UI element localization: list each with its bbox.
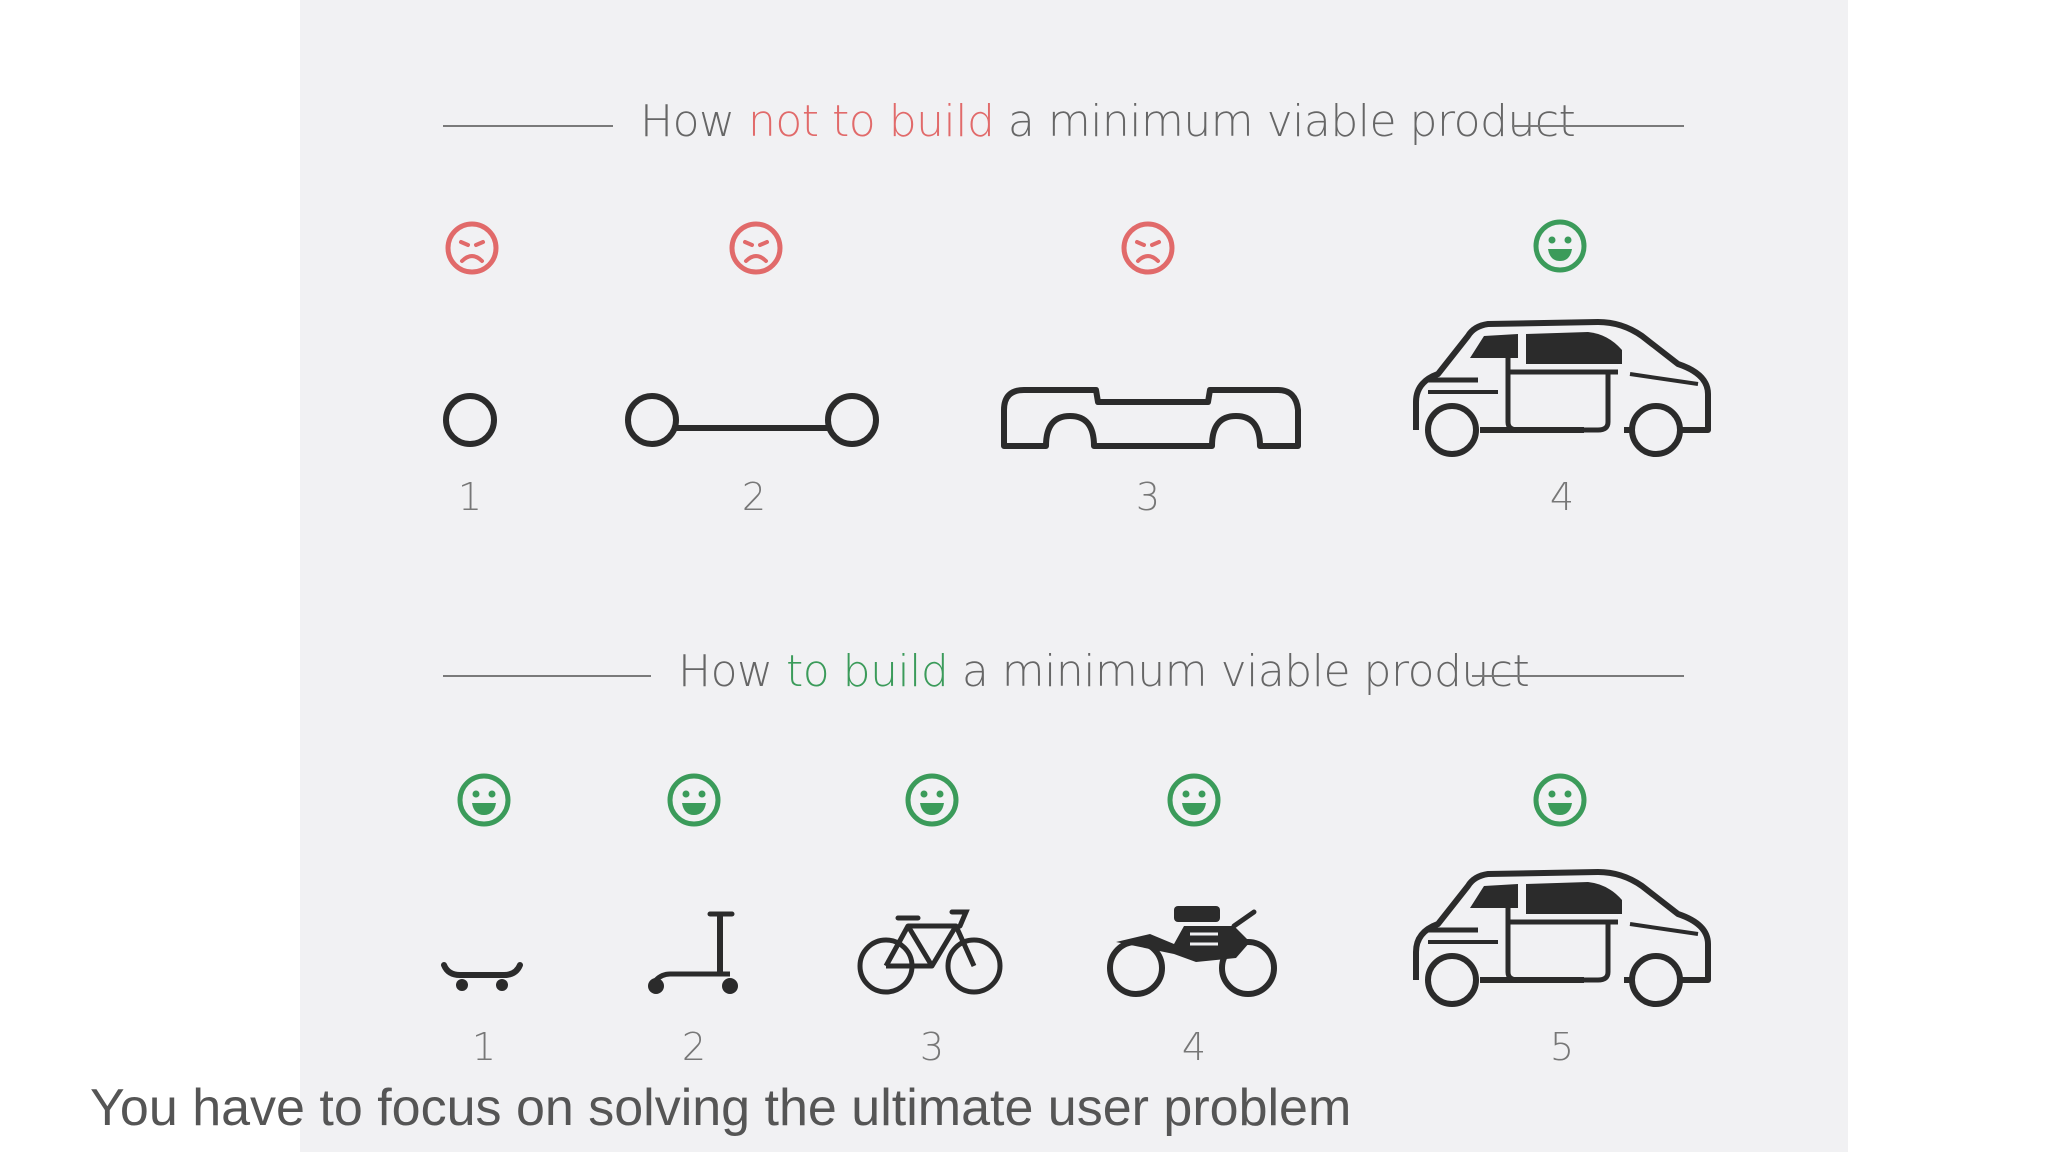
car-icon [1413, 319, 1711, 457]
top-heading: How not to build a minimum viable produc… [640, 100, 1576, 144]
bottom-heading-pre: How [678, 646, 786, 697]
sad-face-icon [445, 221, 499, 275]
car-chassis-icon [1001, 387, 1301, 449]
bottom-heading-accent: to build [785, 646, 949, 697]
mvp-diagram-panel: How not to build a minimum viable produc… [300, 0, 1848, 1152]
bottom-heading-rule-right [1472, 675, 1684, 677]
bottom-heading-post: a minimum viable product [948, 646, 1530, 697]
motorcycle-icon [1107, 906, 1277, 997]
happy-face-icon [905, 773, 959, 827]
top-step-3-label: 3 [1135, 475, 1161, 519]
top-heading-accent: not to build [747, 96, 995, 147]
axle-wheels-icon [625, 393, 879, 447]
sad-face-icon [729, 221, 783, 275]
bottom-step-2-label: 2 [681, 1025, 707, 1069]
bottom-step-4-label: 4 [1181, 1025, 1207, 1069]
bottom-step-3-label: 3 [919, 1025, 945, 1069]
top-heading-post: a minimum viable product [994, 96, 1576, 147]
happy-face-icon [1533, 773, 1587, 827]
happy-face-icon [1533, 219, 1587, 273]
happy-face-icon [1167, 773, 1221, 827]
top-step-2-label: 2 [741, 475, 767, 519]
top-step-1-label: 1 [457, 475, 483, 519]
bottom-step-5-label: 5 [1549, 1025, 1575, 1069]
top-heading-rule-right [1512, 125, 1684, 127]
car-icon [1413, 869, 1711, 1007]
top-heading-pre: How [640, 96, 748, 147]
sad-face-icon [1121, 221, 1175, 275]
happy-face-icon [667, 773, 721, 827]
top-step-4-label: 4 [1549, 475, 1575, 519]
scooter-icon [648, 911, 738, 994]
top-heading-rule-left [443, 125, 613, 127]
slide-caption: You have to focus on solving the ultimat… [90, 1079, 1352, 1137]
bottom-heading-rule-left [443, 675, 651, 677]
happy-face-icon [457, 773, 511, 827]
wheel-icon [443, 393, 497, 447]
bicycle-icon [857, 909, 1003, 995]
bottom-heading: How to build a minimum viable product [678, 650, 1530, 694]
skateboard-icon [441, 962, 523, 991]
bottom-step-1-label: 1 [471, 1025, 497, 1069]
